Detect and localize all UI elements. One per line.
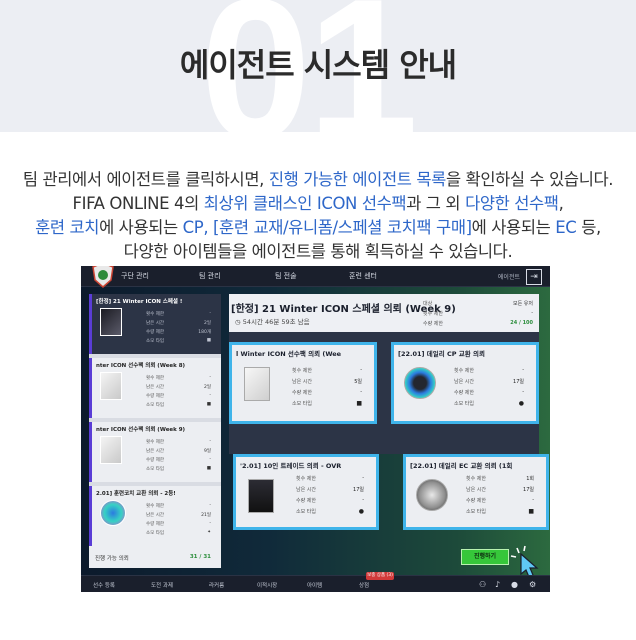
uniform-icon [248, 479, 274, 513]
bag-icon: ■ [206, 466, 211, 471]
player-card-icon [244, 367, 270, 401]
bottom-nav-player-register[interactable]: 선수 등록 [93, 583, 115, 589]
bottom-nav-bar: 선수 등록 도전 과제 라커룸 이적시장 아이템 상점 ⚇ ♪ ● ⚙ [81, 575, 550, 592]
remaining-time: ◷ 54시간 46분 59초 남음 [235, 318, 310, 326]
club-logo-icon [92, 266, 114, 288]
agent-detail-title: [한정] 21 Winter ICON 스페셜 의뢰 (Week 9) [231, 304, 456, 315]
player-card-icon [100, 308, 122, 336]
cp-coin-icon [100, 500, 126, 526]
top-nav-bar: 구단 관리 팀 관리 팀 전술 훈련 센터 에이전트 ⇥ [81, 266, 550, 288]
bottom-nav-shop[interactable]: 상점 [359, 583, 370, 589]
user-icon: ● [518, 400, 524, 407]
bottom-nav-locker-room[interactable]: 라커룸 [209, 583, 225, 589]
user-icon: ● [358, 508, 364, 515]
nav-team-management[interactable]: 팀 관리 [199, 272, 221, 280]
bottom-nav-challenges[interactable]: 도전 과제 [151, 583, 173, 589]
shop-badge: 보충 상품 (3) [366, 572, 394, 580]
nav-agent[interactable]: 에이전트 [497, 274, 520, 281]
nav-team-tactics[interactable]: 팀 전술 [275, 272, 297, 280]
bag-icon: ■ [206, 338, 211, 343]
bottom-nav-transfer-market[interactable]: 이적시장 [257, 583, 278, 589]
gear-icon[interactable]: ⚙ [529, 580, 537, 589]
page-title: 에이전트 시스템 안내 [179, 46, 457, 84]
bag-icon: ■ [528, 508, 534, 515]
user-icon[interactable]: ● [511, 580, 518, 589]
proceed-button[interactable]: 진행하기 [461, 549, 509, 565]
available-requests-footer: 진행 가능 의뢰 31 / 31 [89, 546, 221, 568]
friends-icon[interactable]: ⚇ [479, 580, 487, 589]
section-number: 01 [200, 0, 418, 132]
bell-icon[interactable]: ♪ [495, 580, 501, 589]
player-card-icon [100, 372, 122, 400]
handshake-icon: ✦ [207, 530, 211, 535]
game-screenshot: 구단 관리 팀 관리 팀 전술 훈련 센터 에이전트 ⇥ [한정] 21 Win… [81, 266, 550, 592]
nav-club-management[interactable]: 구단 관리 [121, 272, 149, 280]
player-card-icon [100, 436, 122, 464]
hero-banner: 01 에이전트 시스템 안내 [0, 0, 636, 132]
cp-coin-icon [404, 367, 436, 399]
exit-icon[interactable]: ⇥ [526, 269, 542, 285]
bag-icon: ■ [356, 400, 362, 407]
ec-coin-icon [416, 479, 448, 511]
pointer-cursor-icon [510, 545, 539, 578]
description: 팀 관리에서 에이전트를 클릭하시면, 진행 가능한 에이전트 목록을 확인하실… [22, 170, 614, 261]
bag-icon: ■ [206, 402, 211, 407]
bottom-nav-items[interactable]: 아이템 [307, 583, 323, 589]
nav-training-center[interactable]: 훈련 센터 [349, 272, 377, 280]
